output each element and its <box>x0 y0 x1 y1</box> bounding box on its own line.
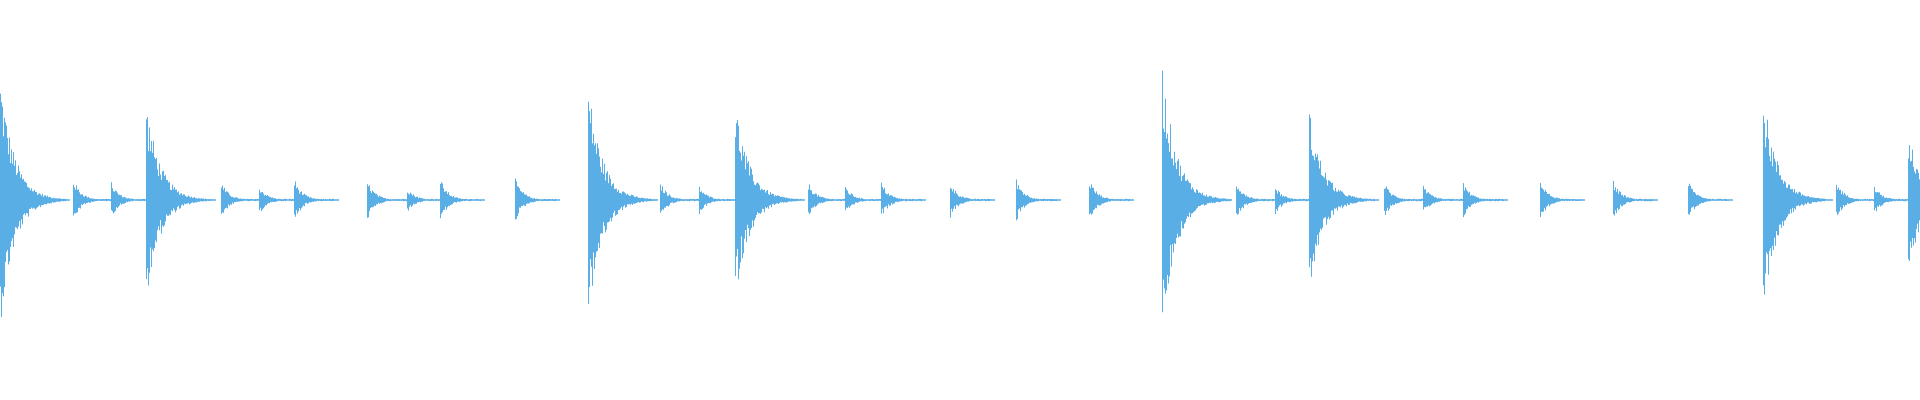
waveform-lines <box>0 70 1920 318</box>
